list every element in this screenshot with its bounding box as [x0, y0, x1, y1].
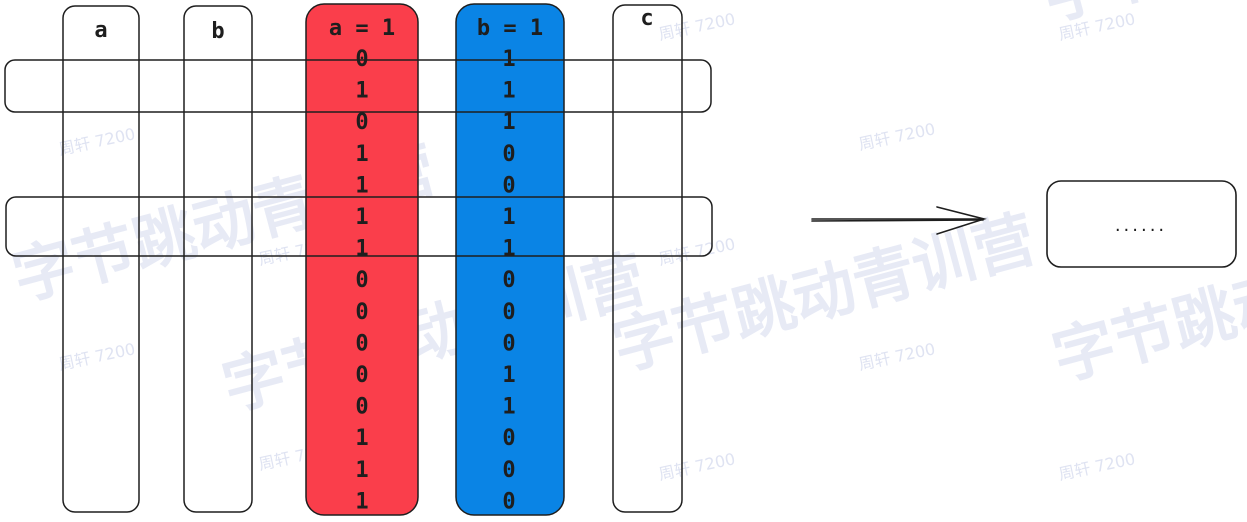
a-eq-1-bit-14: 1	[355, 458, 368, 483]
a-eq-1-bit-5: 1	[355, 173, 368, 198]
b-eq-1-bit-7: 1	[502, 237, 515, 262]
watermark-small-6: 周轩 7200	[857, 119, 937, 154]
a-eq-1-bit-7: 1	[355, 237, 368, 262]
b-eq-1-bit-10: 0	[502, 331, 515, 356]
column-b-eq-1-title: b = 1	[477, 16, 543, 41]
column-a-title: a	[94, 18, 107, 43]
a-eq-1-bit-6: 1	[355, 205, 368, 230]
a-eq-1-bit-2: 1	[355, 79, 368, 104]
column-a-eq-1	[305, 3, 419, 516]
column-a	[62, 5, 140, 513]
column-c	[612, 4, 683, 513]
arrow	[811, 206, 987, 235]
column-c-title: c	[640, 6, 653, 31]
watermark-small-12: 周轩 7200	[1057, 449, 1137, 484]
b-eq-1-bit-11: 1	[502, 363, 515, 388]
b-eq-1-bit-13: 0	[502, 426, 515, 451]
watermark-small-9: 周轩 7200	[657, 449, 737, 484]
b-eq-1-bit-4: 0	[502, 142, 515, 167]
a-eq-1-bit-15: 1	[355, 489, 368, 514]
b-eq-1-bit-6: 1	[502, 205, 515, 230]
a-eq-1-bit-10: 0	[355, 331, 368, 356]
watermark-large-3: 字节跳动青训营	[605, 202, 1043, 385]
column-a-eq-1-title: a = 1	[329, 16, 395, 41]
b-eq-1-bit-15: 0	[502, 489, 515, 514]
watermark-small-3: 周轩 7200	[57, 339, 137, 374]
b-eq-1-bit-14: 0	[502, 458, 515, 483]
watermark-small-7: 周轩 7200	[657, 234, 737, 269]
watermark-small-8: 周轩 7200	[857, 339, 937, 374]
result-box	[1046, 180, 1237, 268]
a-eq-1-bit-8: 0	[355, 268, 368, 293]
a-eq-1-bit-11: 0	[355, 363, 368, 388]
a-eq-1-bit-3: 0	[355, 110, 368, 135]
row-highlight-top	[4, 59, 712, 113]
watermark-small-1: 周轩 7200	[57, 124, 137, 159]
column-b-eq-1	[455, 3, 565, 516]
b-eq-1-bit-9: 0	[502, 300, 515, 325]
watermark-large-5: 字节跳动青训营	[1035, 0, 1247, 34]
row-highlight-middle	[5, 196, 713, 257]
a-eq-1-bit-13: 1	[355, 426, 368, 451]
result-box-ellipsis: ......	[1115, 215, 1167, 236]
b-eq-1-bit-8: 0	[502, 268, 515, 293]
a-eq-1-bit-4: 1	[355, 142, 368, 167]
column-b-title: b	[211, 19, 224, 44]
column-b	[183, 5, 253, 513]
b-eq-1-bit-12: 1	[502, 395, 515, 420]
watermark-large-2: 字节跳动青训营	[215, 242, 653, 425]
b-eq-1-bit-2: 1	[502, 79, 515, 104]
b-eq-1-bit-5: 0	[502, 173, 515, 198]
a-eq-1-bit-12: 0	[355, 395, 368, 420]
b-eq-1-bit-3: 1	[502, 110, 515, 135]
watermark-small-5: 周轩 7200	[657, 9, 737, 44]
a-eq-1-bit-9: 0	[355, 300, 368, 325]
